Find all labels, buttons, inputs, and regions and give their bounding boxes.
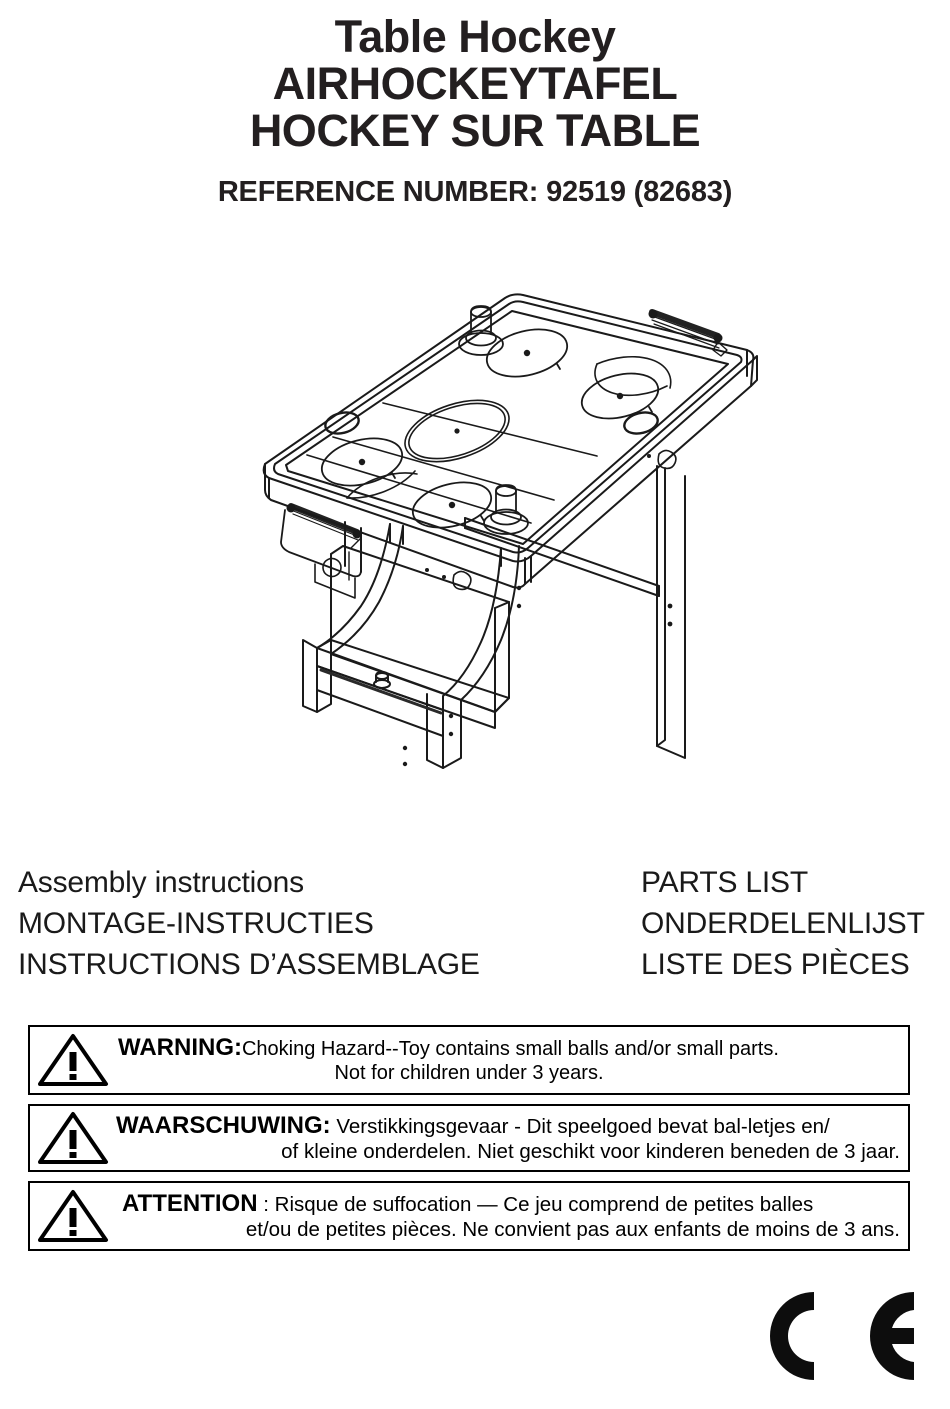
warning-box-fr: ATTENTION : Risque de suffocation — Ce j… [28, 1181, 910, 1251]
assembly-instructions-nl: MONTAGE-INSTRUCTIES [18, 907, 374, 940]
corner-knob-near [483, 484, 529, 535]
playfield-markings [306, 355, 672, 524]
reference-number: REFERENCE NUMBER: 92519 (82683) [217, 176, 733, 209]
warning-lead-nl: WAARSCHUWING: [116, 1112, 331, 1140]
warning-line2-nl: of kleine onderdelen. Niet geschikt voor… [281, 1140, 900, 1164]
warning-triangle-icon [36, 1187, 110, 1245]
air-hockey-table-illustration [165, 276, 785, 856]
warning-box-nl: WAARSCHUWING: Verstikkingsgevaar - Dit s… [28, 1104, 910, 1172]
parts-list-en: PARTS LIST [641, 866, 808, 899]
title-block: Table Hockey AIRHOCKEYTAFEL HOCKEY SUR T… [0, 11, 950, 209]
table-leg-right [656, 465, 686, 759]
cam-lock-fittings [425, 449, 677, 591]
warning-lead-en: WARNING: [118, 1034, 242, 1062]
table-apron [264, 349, 758, 589]
table-leg-left-rear [344, 521, 362, 573]
warning-line2-fr: et/ou de petites pièces. Ne convient pas… [245, 1218, 900, 1242]
warning-line1-fr: : Risque de suffocation — Ce jeu compren… [257, 1193, 814, 1217]
assembly-instructions-column: Assembly instructions MONTAGE-INSTRUCTIE… [18, 862, 480, 985]
shelf-knob [373, 671, 391, 689]
warning-text-fr: ATTENTION : Risque de suffocation — Ce j… [116, 1190, 900, 1242]
warning-line2-en: Not for children under 3 years. [334, 1062, 604, 1085]
warning-lead-fr: ATTENTION [122, 1190, 258, 1218]
warning-text-nl: WAARSCHUWING: Verstikkingsgevaar - Dit s… [116, 1112, 900, 1164]
parts-list-nl: ONDERDELENLIJST [641, 907, 925, 940]
ce-mark-icon [752, 1286, 937, 1386]
pucks [324, 411, 659, 435]
warning-boxes: WARNING:Choking Hazard--Toy contains sma… [28, 1025, 910, 1260]
warning-text-en: WARNING:Choking Hazard--Toy contains sma… [116, 1034, 900, 1085]
lists-block: Assembly instructions MONTAGE-INSTRUCTIE… [0, 862, 950, 987]
warning-line1-nl: Verstikkingsgevaar - Dit speelgoed bevat… [330, 1115, 830, 1139]
warning-triangle-icon [36, 1109, 110, 1167]
assembly-instructions-fr: INSTRUCTIONS D’ASSEMBLAGE [18, 948, 480, 981]
parts-list-fr: LISTE DES PIÈCES [641, 948, 910, 981]
warning-line1-en: Choking Hazard--Toy contains small balls… [241, 1038, 779, 1061]
goal-slot-far [648, 309, 728, 357]
assembly-instructions-en: Assembly instructions [18, 866, 304, 899]
parts-list-column: PARTS LIST ONDERDELENLIJST LISTE DES PIÈ… [641, 862, 925, 985]
corner-knob-far [458, 305, 504, 356]
warning-box-en: WARNING:Choking Hazard--Toy contains sma… [28, 1025, 910, 1095]
warning-triangle-icon [36, 1031, 110, 1089]
page-title-line-2: AIRHOCKEYTAFEL [272, 57, 678, 109]
cross-brace-right [464, 517, 660, 597]
base-pedestal [302, 523, 522, 769]
pushers [320, 328, 660, 529]
page-title-line-1: Table Hockey [334, 11, 616, 62]
page-title-line-3: HOCKEY SUR TABLE [249, 104, 701, 156]
